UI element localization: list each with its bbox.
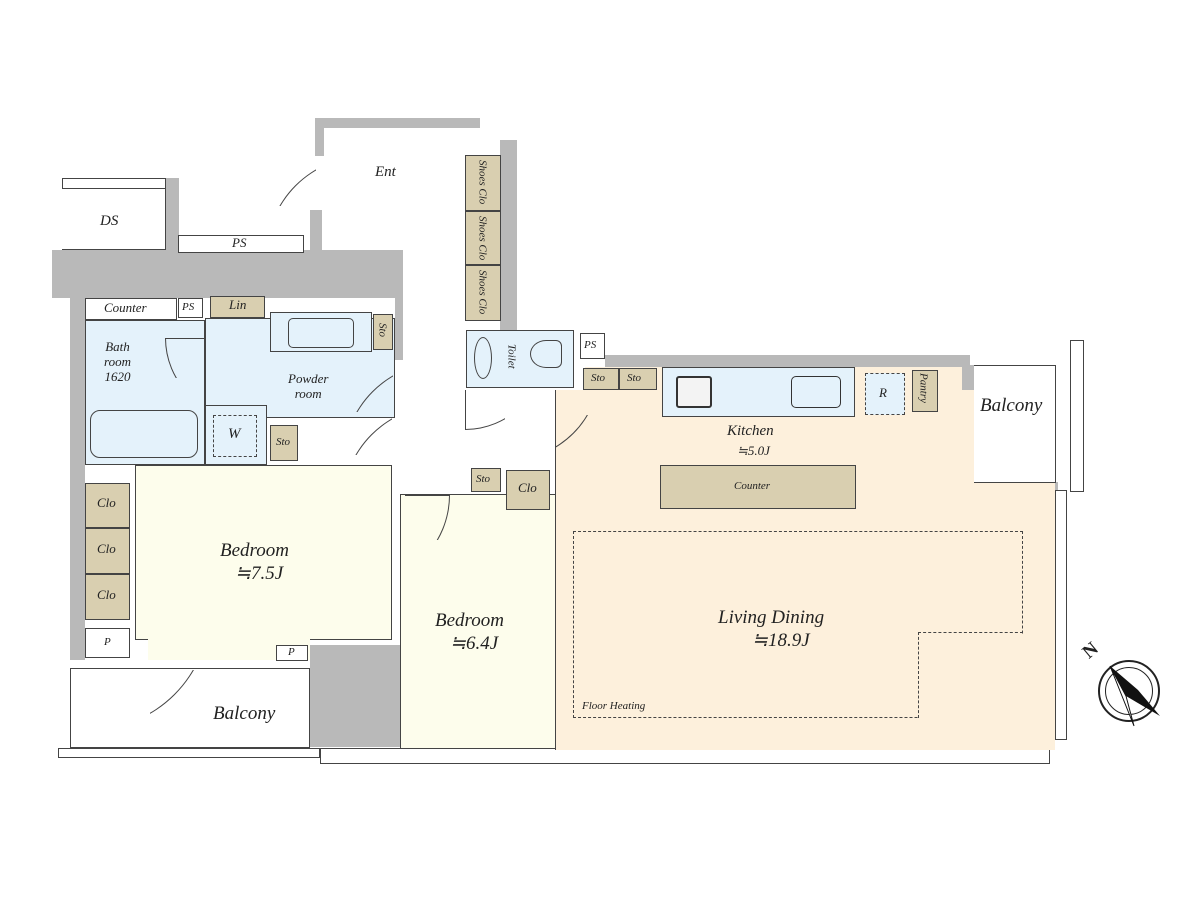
compass-needle-icon [1109,665,1160,727]
closet-bedroom2[interactable]: Clo [506,470,550,510]
living-dining-name: Living Dining [718,607,825,628]
ds-label: DS [100,213,119,229]
balcony-rail-left [58,748,320,758]
storage-kitchen-2[interactable]: Sto [619,368,657,390]
wall-entrance-left [315,118,324,156]
hand-basin [474,337,492,379]
wall-entrance-top [315,118,480,128]
living-dining-size: ≒18.9J [752,630,810,651]
kitchen-name: Kitchen [727,423,774,439]
bedroom-1-size: ≒7.5J [235,563,284,584]
kitchen-size: ≒5.0J [737,443,770,458]
toilet-label: Toilet [505,344,518,369]
pipe-space-top [178,235,304,253]
sink [288,318,354,348]
wall-bedroom-diag [310,645,400,747]
shoes-closet-3[interactable]: Shoes Clo [465,265,501,321]
kitchen-sink-icon [791,376,841,408]
linen-closet[interactable]: Lin [210,296,265,318]
ps-toilet: PS [580,333,605,359]
shoes-closet-1[interactable]: Shoes Clo [465,155,501,211]
powder-room-label: Powder room [288,371,329,401]
pipe-balcony: P [276,645,308,661]
wall-ds-side [165,178,179,250]
balcony-left [70,668,310,748]
pantry[interactable]: Pantry [912,370,938,412]
pipe-left: P [85,628,130,658]
ds-ledge [62,178,166,189]
wall-corridor [395,250,403,360]
bedroom-2-name: Bedroom [435,610,504,631]
compass [1098,660,1160,727]
wall-entrance-right [500,140,517,355]
storage-hall[interactable]: Sto [471,468,501,492]
closet-bedroom1-2[interactable]: Clo [85,528,130,574]
storage-powder[interactable]: Sto [373,314,393,350]
balcony-left-label: Balcony [213,703,276,724]
ps-bath: PS [178,298,203,318]
refrigerator: R [865,373,905,415]
balcony-rail-right [1070,340,1084,492]
shoes-closet-2[interactable]: Shoes Clo [465,211,501,265]
storage-kitchen-1[interactable]: Sto [583,368,619,390]
wall-left [70,298,85,660]
bedroom-1-name: Bedroom [220,540,289,561]
balcony-right [974,365,1056,483]
closet-bedroom1-3[interactable]: Clo [85,574,130,620]
duct-space [62,188,166,250]
floor-heating-area [573,531,1023,718]
wall-kitchen-top [605,355,970,367]
storage-bedroom1[interactable]: Sto [270,425,298,461]
floor-heating-label: Floor Heating [582,700,646,712]
toilet-bowl [530,340,562,368]
wall-top-left [52,250,395,298]
window-wall-bottom [320,748,1050,764]
window-wall-right [1055,490,1067,740]
balcony-right-label: Balcony [980,395,1043,416]
living-dining [555,390,1055,750]
closet-bedroom1-1[interactable]: Clo [85,483,130,528]
wall-entrance-left2 [310,210,322,252]
bath-counter-label: Counter [104,300,147,315]
entrance-label: Ent [375,164,396,180]
ps-top-label: PS [232,235,247,250]
bedroom-2-size: ≒6.4J [450,633,499,654]
washer: W [213,415,257,457]
stove-icon [676,376,712,408]
bedroom-1 [135,465,392,640]
bedroom-1-lower [148,638,310,660]
bathroom-label: Bath room 1620 [104,339,131,384]
bathtub [90,410,198,458]
bath-counter [85,298,177,320]
kitchen-island-counter: Counter [660,465,856,509]
floor-heating-notch [918,632,1023,718]
